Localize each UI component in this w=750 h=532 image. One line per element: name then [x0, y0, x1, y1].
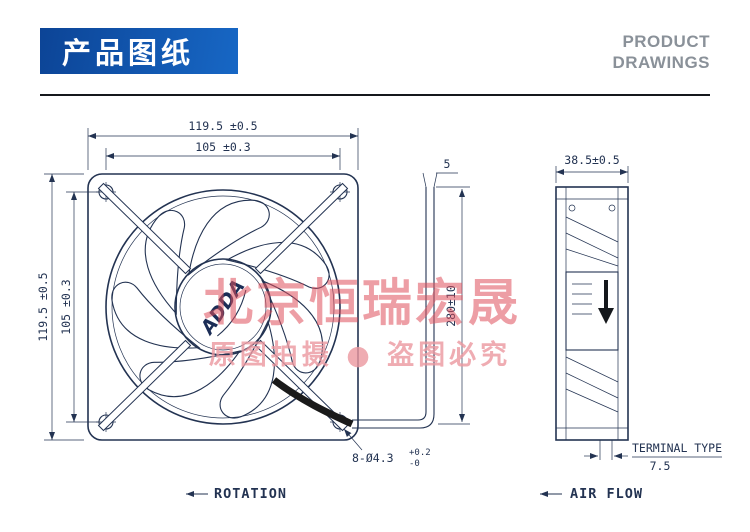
page-header: 产品图纸 PRODUCT DRAWINGS [40, 28, 710, 76]
side-product-label [565, 271, 619, 351]
airflow-label: AIR FLOW [570, 486, 643, 502]
dim-inner-height-text: 105 ±0.3 [59, 279, 73, 334]
page-title-en-line2: DRAWINGS [612, 53, 710, 73]
airflow-indicator: AIR FLOW [540, 486, 643, 502]
hole-callout-tol-upper: +0.2 [409, 448, 431, 458]
hole-callout-text: 8-Ø4.3 [352, 451, 394, 465]
terminal-callout: TERMINAL TYPE 7.5 [584, 440, 722, 473]
dim-strip-length-text: 5 [444, 157, 451, 171]
dim-outer-height-text: 119.5 ±0.5 [36, 272, 50, 341]
power-cable [271, 172, 438, 429]
fan-hub [174, 258, 272, 356]
page-title-en: PRODUCT DRAWINGS [613, 28, 711, 74]
page-title-cn: 产品图纸 [62, 38, 195, 70]
dim-inner-height: 105 ±0.3 [59, 191, 99, 423]
watermark: 北京恒瑞宏晟 原图拍摄 ● 盗图必究 [203, 274, 521, 371]
terminal-dim-text: 7.5 [650, 459, 671, 473]
dim-outer-height: 119.5 ±0.5 [36, 173, 84, 441]
hole-callout: 8-Ø4.3 +0.2 -0 [343, 428, 431, 469]
airflow-direction-arrow-icon [598, 280, 614, 324]
fan-frame-outline [87, 173, 359, 441]
terminal-label-text: TERMINAL TYPE [632, 441, 722, 455]
dim-outer-width: 119.5 ±0.5 [87, 119, 359, 170]
dim-outer-width-text: 119.5 ±0.5 [188, 119, 257, 133]
dim-depth-text: 38.5±0.5 [564, 153, 619, 167]
dim-strip-length: 5 [436, 157, 470, 188]
dim-inner-width: 105 ±0.3 [105, 140, 341, 170]
hole-callout-tol-lower: -0 [409, 459, 420, 469]
page-title-box: 产品图纸 [40, 28, 238, 74]
rotation-indicator: ROTATION [186, 486, 287, 502]
dim-lead-length: 280±10 [438, 189, 470, 425]
technical-drawing: ADDA 119.5 ±0.5 [36, 119, 722, 502]
side-blade-lines [565, 216, 619, 413]
side-view-outline [555, 186, 629, 441]
dim-lead-length-text: 280±10 [444, 285, 458, 327]
rotation-label: ROTATION [214, 486, 287, 502]
header-divider [40, 94, 710, 96]
watermark-line2: 原图拍摄 ● 盗图必究 [209, 339, 511, 371]
side-view: 38.5±0.5 TERMINAL TYPE 7.5 AIR FLOW [540, 153, 722, 502]
dim-depth: 38.5±0.5 [555, 153, 629, 183]
watermark-line1: 北京恒瑞宏晟 [203, 274, 521, 332]
page-title-en-line1: PRODUCT [622, 32, 710, 51]
dim-inner-width-text: 105 ±0.3 [195, 140, 250, 154]
